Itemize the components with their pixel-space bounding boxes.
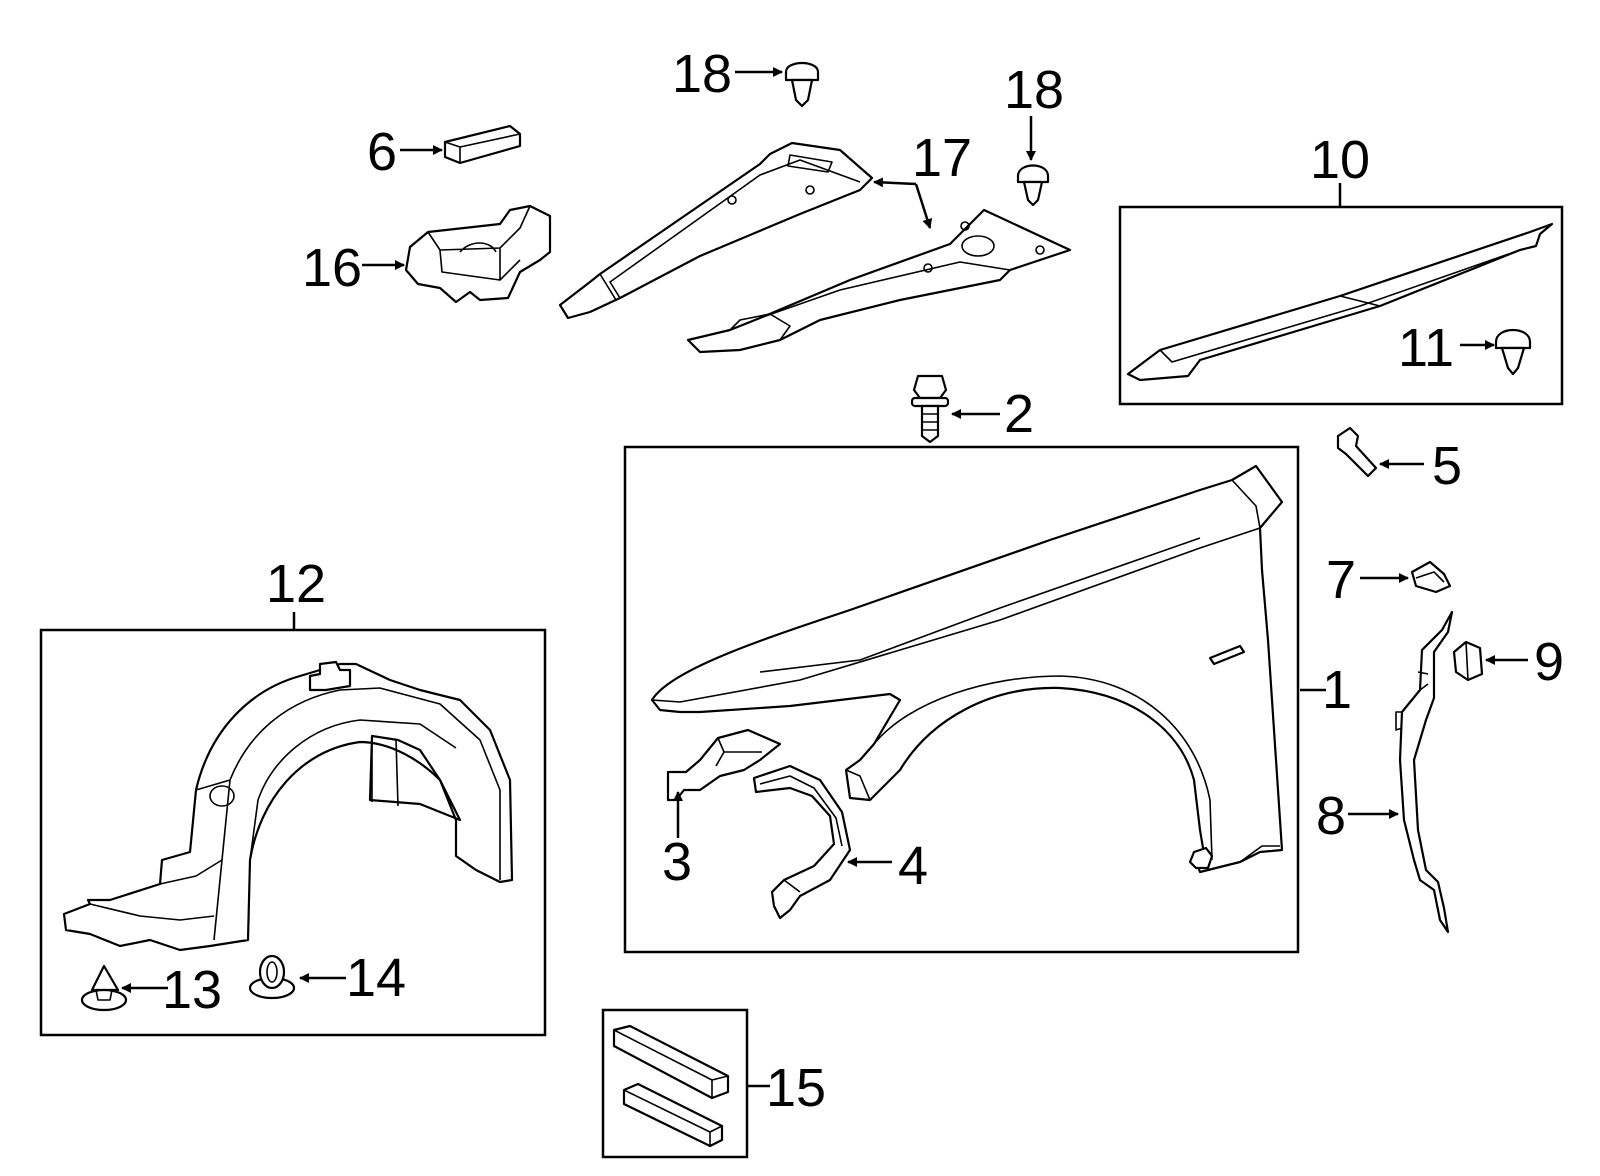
callout-7: 7: [1326, 550, 1356, 610]
part-17-right-brace: [686, 208, 1072, 354]
part-2-bolt: [910, 374, 950, 444]
part-15-pads: [612, 1024, 730, 1148]
group-box-15: [601, 1008, 749, 1159]
part-10-rail: [1126, 222, 1554, 382]
callout-18-right: 18: [1004, 60, 1064, 120]
part-8-seal: [1395, 610, 1454, 934]
callout-5: 5: [1432, 436, 1462, 496]
callout-3: 3: [662, 832, 692, 892]
callout-16: 16: [302, 238, 362, 298]
part-12-liner: [62, 660, 514, 952]
callout-1: 1: [1322, 660, 1352, 720]
leader-lines: [121, 67, 1528, 1088]
part-6-spacer-block: [443, 124, 522, 165]
part-5-clip: [1336, 426, 1378, 478]
part-18-clip-upper: [784, 61, 820, 108]
callout-6: 6: [367, 122, 397, 182]
callout-4: 4: [898, 836, 928, 896]
part-9-clip: [1452, 640, 1484, 682]
callout-13: 13: [162, 960, 222, 1020]
callout-8: 8: [1316, 786, 1346, 846]
part-4-bracket: [752, 764, 852, 920]
callout-2: 2: [1004, 384, 1034, 444]
part-7-pad: [1410, 560, 1452, 594]
part-17-left-brace: [558, 141, 874, 320]
part-14-grommet: [248, 954, 296, 1000]
group-box-1: [623, 445, 1300, 954]
callout-17: 17: [912, 128, 972, 188]
callout-10: 10: [1310, 130, 1370, 190]
callout-18-upper: 18: [672, 44, 732, 104]
callout-14: 14: [346, 948, 406, 1008]
callout-11: 11: [1398, 318, 1454, 378]
part-11-clip: [1494, 329, 1532, 376]
callout-15: 15: [766, 1058, 826, 1118]
callout-9: 9: [1534, 632, 1564, 692]
part-1-fender: [650, 464, 1284, 874]
callout-12: 12: [266, 554, 326, 614]
part-18-clip-right: [1016, 164, 1050, 207]
part-13-pin: [80, 964, 128, 1012]
part-16-bracket: [404, 204, 552, 304]
